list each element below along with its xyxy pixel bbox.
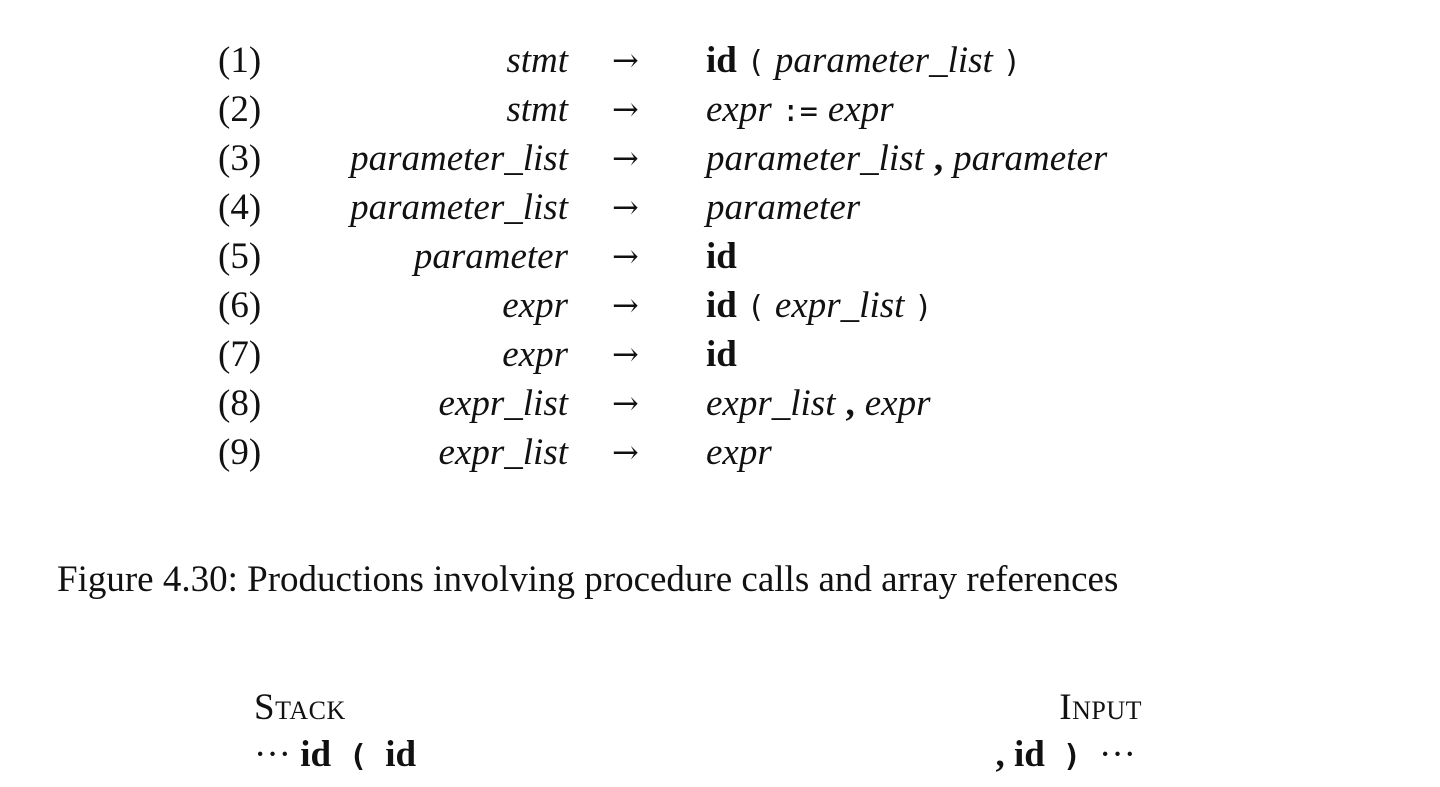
production-arrow: → [612, 139, 639, 177]
production-row: (2) stmt → expr := expr [0, 85, 1440, 134]
production-arrow: → [612, 286, 639, 324]
production-rhs: id [706, 330, 1406, 379]
production-number: (2) [218, 89, 262, 130]
production-number: (9) [218, 432, 262, 473]
rhs-symbol: expr [706, 432, 772, 473]
production-arrow: → [612, 90, 639, 128]
production-lhs: stmt [506, 40, 568, 81]
production-row: (7) expr → id [0, 330, 1440, 379]
rhs-symbol: parameter [706, 187, 861, 228]
rhs-symbol: id [706, 40, 737, 81]
stack-header: Stack [254, 687, 346, 728]
production-number: (3) [218, 138, 262, 179]
production-lhs: expr [502, 285, 568, 326]
rhs-symbol: ( [746, 290, 765, 325]
token: ··· [254, 734, 301, 775]
production-row: (4) parameter_list → parameter [0, 183, 1440, 232]
production-arrow: → [612, 188, 639, 226]
production-lhs: parameter_list [350, 187, 568, 228]
rhs-symbol: parameter_list [706, 138, 924, 179]
stack-contents: ··· id ( id [254, 733, 416, 776]
production-row: (1) stmt → id ( parameter_list) [0, 36, 1440, 85]
production-row: (8) expr_list → expr_list,expr [0, 379, 1440, 428]
token: ( [331, 739, 386, 774]
rhs-symbol: parameter [953, 138, 1108, 179]
token: , id [995, 734, 1045, 775]
production-lhs: expr_list [438, 432, 568, 473]
production-lhs: stmt [506, 89, 568, 130]
production-lhs: parameter [413, 236, 568, 277]
rhs-symbol: expr_list [774, 285, 905, 326]
production-number: (7) [218, 334, 262, 375]
production-row: (5) parameter → id [0, 232, 1440, 281]
token: id [385, 734, 417, 775]
production-lhs: parameter_list [350, 138, 568, 179]
rhs-symbol: expr_list [706, 383, 836, 424]
input-contents: , id ) ··· [995, 733, 1136, 776]
rhs-symbol: expr [827, 89, 894, 130]
production-number: (4) [218, 187, 262, 228]
rhs-symbol: ( [746, 45, 765, 80]
production-row: (3) parameter_list → parameter_list,paramet… [0, 134, 1440, 183]
production-row: (6) expr → id ( expr_list) [0, 281, 1440, 330]
production-rhs: id ( expr_list) [706, 281, 1406, 332]
production-number: (1) [218, 40, 262, 81]
production-arrow: → [612, 433, 639, 471]
grammar-productions: (1) stmt → id ( parameter_list) (2) stmt → expr :=… [0, 36, 1440, 477]
production-lhs: expr [502, 334, 568, 375]
production-rhs: id ( parameter_list) [706, 36, 1406, 87]
production-rhs: id [706, 232, 1406, 281]
rhs-symbol: parameter_list [774, 40, 993, 81]
rhs-symbol: id [706, 285, 737, 326]
production-number: (5) [218, 236, 262, 277]
token: id [300, 734, 332, 775]
production-arrow: → [612, 384, 639, 422]
production-number: (6) [218, 285, 262, 326]
rhs-symbol: , [845, 383, 855, 424]
rhs-symbol: id [706, 236, 737, 277]
rhs-symbol: , [933, 138, 944, 179]
rhs-symbol: id [706, 334, 737, 375]
production-rhs: parameter [706, 183, 1406, 232]
rhs-symbol: expr [706, 89, 772, 130]
production-number: (8) [218, 383, 262, 424]
production-rhs: expr := expr [706, 85, 1406, 136]
rhs-symbol: := [781, 94, 818, 129]
token: ) [1044, 739, 1100, 774]
production-rhs: expr [706, 428, 1406, 477]
rhs-symbol: ) [914, 290, 933, 325]
input-header: Input [1059, 687, 1142, 728]
production-rhs: expr_list,expr [706, 379, 1406, 428]
rhs-symbol: ) [1002, 45, 1021, 80]
rhs-symbol: expr [864, 383, 931, 424]
production-arrow: → [612, 41, 639, 79]
token: ··· [1099, 734, 1136, 775]
production-row: (9) expr_list → expr [0, 428, 1440, 477]
production-arrow: → [612, 335, 639, 373]
figure-caption: Figure 4.30: Productions involving proce… [57, 559, 1119, 600]
production-lhs: expr_list [438, 383, 568, 424]
production-arrow: → [612, 237, 639, 275]
production-rhs: parameter_list,parameter [706, 134, 1406, 183]
